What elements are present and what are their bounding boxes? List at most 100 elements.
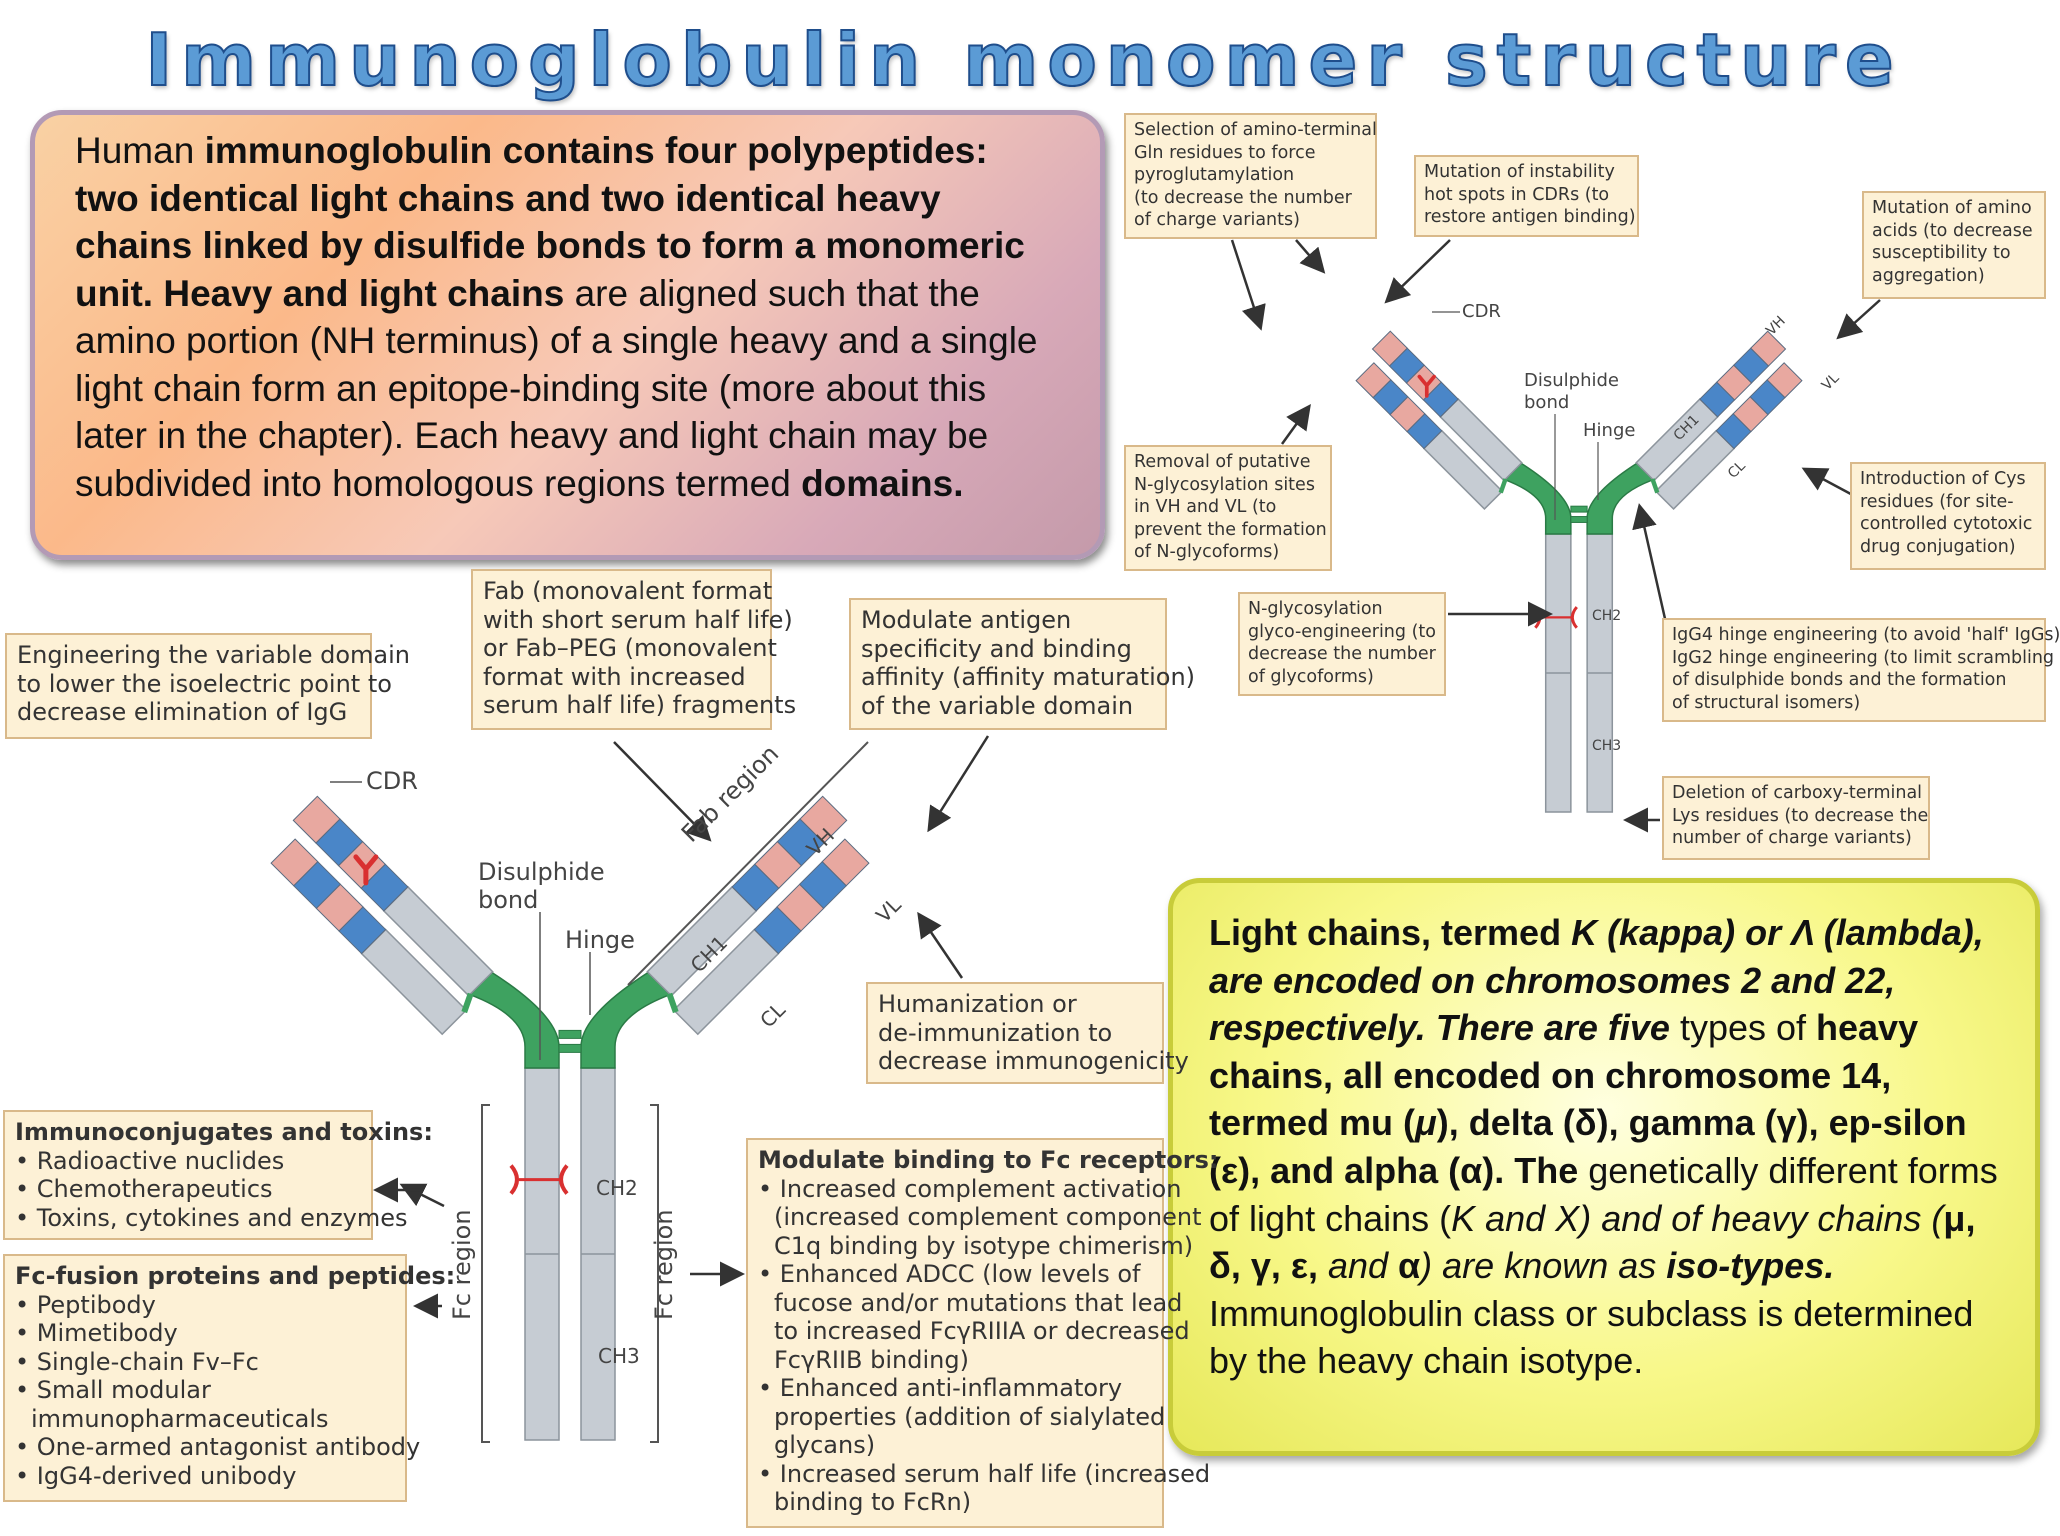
annotation-line: Introduction of Cys [1860,469,2026,489]
chains-text-6: ), delta (δ), gamma (γ), ep-silon (ε), a… [1209,1102,1967,1191]
main-bond-label: bond [478,886,539,914]
main-left-light-chain-domain-segment [270,838,319,887]
annotation-line: • One-armed antagonist antibody [15,1433,421,1461]
small-left-heavy-arm [1371,330,1523,482]
annotation-line: Mutation of instability [1424,162,1615,182]
immunoconjugates-list: • Radioactive nuclides• Chemotherapeutic… [15,1147,408,1233]
main-glycan-left [509,1164,519,1195]
aggregation-arrow [1836,299,1881,340]
intro-text-2: immunoglobulin contains four polypeptide… [75,130,1025,314]
small-right-heavy-arm [1635,330,1787,482]
annotation-line: • Increased complement activation [758,1174,1182,1203]
annotation-line: number of charge variants) [1672,828,1912,848]
chains-text-11: α [1398,1245,1421,1287]
small-cdr-glycan [1417,374,1437,398]
intro-text-1: Human [75,130,205,171]
fc-receptors-list: • Increased complement activation(increa… [758,1174,1210,1517]
instability-arrow [1384,239,1451,304]
intro-text-4: domains. [801,462,964,504]
annotation-fc-fusion: Fc-fusion proteins and peptides: • Pepti… [3,1254,455,1502]
annotation-arrows [373,239,1881,1319]
annotation-line: de-immunization to [878,1018,1113,1047]
annotation-line: Fab (monovalent format [483,577,773,605]
annotation-line: glyco-engineering (to [1248,621,1436,642]
pyroglutamylation-arrow-2 [1295,239,1326,274]
small-glycan-right [1570,606,1578,629]
annotation-line: in VH and VL (to [1134,497,1277,517]
annotation-line: hot spots in CDRs (to [1424,184,1610,205]
small-right-light-chain [1654,362,1803,511]
annotation-line: decrease the number [1248,644,1436,664]
annotation-line: • IgG4-derived unibody [15,1461,297,1490]
annotation-fc-receptors: Modulate binding to Fc receptors: • Incr… [746,1138,1218,1528]
chains-text-10: and [1317,1245,1399,1287]
annotation-line: Engineering the variable domain [17,641,410,669]
small-glycan-left [1534,606,1542,629]
annotation-line: Gln residues to force [1134,142,1316,163]
small-cdr-label: CDR [1462,301,1501,322]
pyroglutamylation-arrow [1230,239,1266,331]
annotation-line: Deletion of carboxy-terminal [1672,783,1923,803]
main-left-hinge [468,971,560,1069]
main-right-heavy-arm [646,795,848,997]
annotation-line: Modulate antigen [861,606,1072,634]
main-antibody [270,741,870,1443]
annotation-line: of glycoforms) [1248,666,1374,687]
main-cdr-glycan [353,854,379,886]
fab-region-bracket [627,741,869,986]
annotation-line: prevent the formation [1134,519,1327,540]
small-left-light-chain-domain-segment [1355,362,1392,399]
annotation-line: • Small modular [15,1376,211,1404]
small-light-heavy-link [1650,478,1660,494]
annotation-line: of disulphide bonds and the formation [1672,670,2007,690]
chains-text-14: Immunoglobulin class or subclass is dete… [1209,1292,1974,1382]
annotation-line: Mutation of amino [1872,198,2032,218]
main-right-light-chain-domain-segment [821,838,870,887]
annotation-line: • Enhanced anti-inflammatory [758,1374,1123,1402]
main-left-heavy-arm-domain-segment [292,795,341,844]
fab-arrow [613,741,712,842]
main-right-hinge [580,971,672,1069]
annotation-line: affinity (affinity maturation) [861,663,1196,691]
annotation-line: format with increased [483,662,746,691]
annotation-line: Selection of amino-terminal [1134,120,1377,140]
n-glyco-removal-arrow [1280,403,1311,445]
annotation-line: Removal of putative [1134,452,1311,472]
small-ch3-label: CH3 [1592,738,1622,754]
main-cdr-label: CDR [366,767,418,795]
annotation-line: (to decrease the number [1134,187,1352,208]
small-left-light-chain [1355,362,1504,511]
chains-text-4: heavy chains, all encoded on chromosome … [1209,1007,1919,1144]
main-disulphide-bond [558,1029,582,1039]
annotation-line: of N-glycoforms) [1134,542,1280,562]
chains-text-5: μ [1415,1102,1437,1144]
annotation-line: susceptibility to [1872,243,2011,263]
annotation-line: • Toxins, cytokines and enzymes [15,1203,408,1232]
annotation-line: controlled cytotoxic [1860,514,2033,534]
annotation-line: drug conjugation) [1860,536,2016,557]
small-disulphide-bond [1570,516,1588,523]
annotation-line: acids (to decrease [1872,220,2033,241]
annotation-line: of structural isomers) [1672,692,1861,713]
main-disulphide-bond [558,1043,582,1053]
annotation-line: glycans) [774,1431,876,1459]
annotation-line: properties (addition of sialylated [774,1402,1166,1431]
chains-text-box: Light chains, termed K (kappa) or Λ (lam… [1168,878,2040,1456]
main-ch2-label: CH2 [596,1176,638,1200]
annotation-line: pyroglutamylation [1134,165,1295,185]
fc-region-label-right: Fc region [650,1209,678,1320]
main-right-light-chain [672,838,870,1036]
page-title: Immunoglobulin monomer structure [144,17,1903,103]
fc-region-bracket-right [650,1104,659,1443]
annotation-line: C1q binding by isotype chimerism) [774,1231,1194,1260]
small-left-hinge [1503,462,1572,535]
small-disulphide-label: Disulphide [1524,370,1619,391]
chains-text-8: K and X) and of heavy chains ( [1451,1197,1944,1239]
annotation-immunoconjugates: Immunoconjugates and toxins: • Radioacti… [3,1110,433,1240]
